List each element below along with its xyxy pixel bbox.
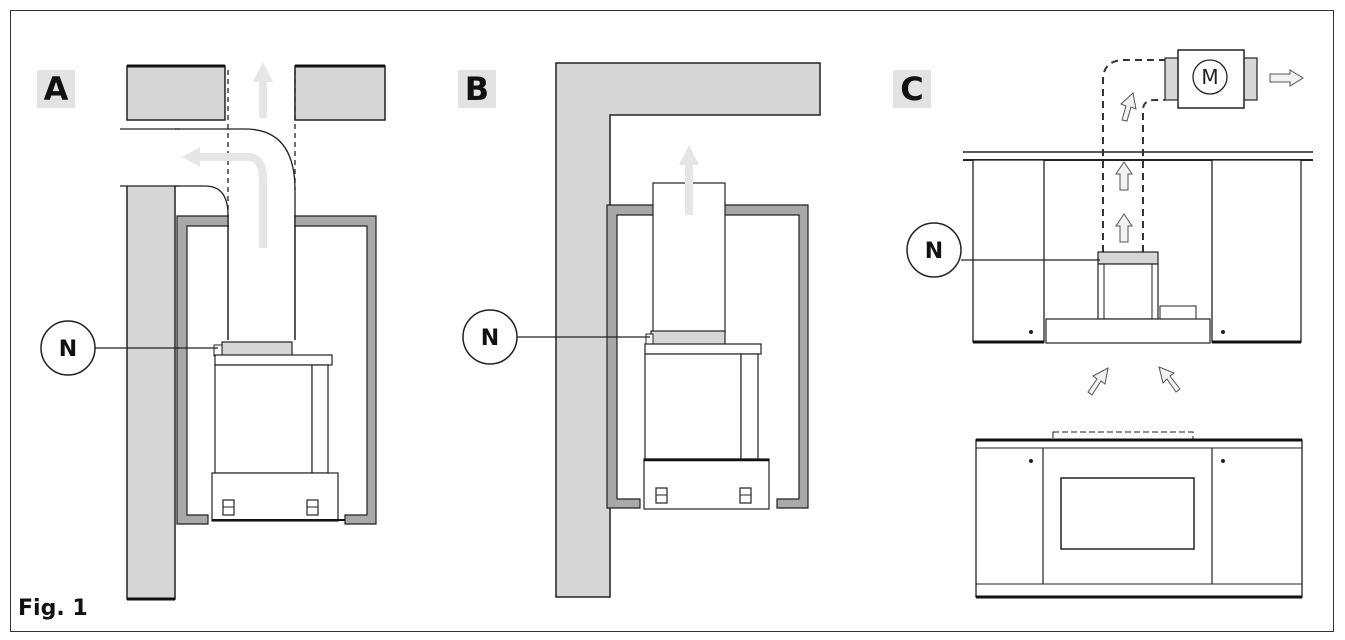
duct-dashed-outer	[1102, 59, 1165, 252]
wall-vertical	[126, 184, 176, 600]
airflow-arrow-exhaust	[1269, 69, 1304, 87]
wall-cabinet-right	[1211, 159, 1302, 343]
panel-a-label: A	[37, 70, 75, 108]
airflow-arrow-duct	[195, 152, 267, 248]
marker-n-a-label: N	[59, 337, 77, 362]
airflow-arrows-intake	[1087, 366, 1181, 396]
cooktop	[1052, 431, 1194, 440]
duct-curve-outer	[175, 128, 296, 340]
hood-collar-c	[1097, 251, 1159, 265]
cabinet-frame-b	[606, 204, 809, 509]
figure-caption: Fig. 1	[18, 596, 88, 621]
hood-body-c	[1045, 318, 1211, 344]
cabinet-frame	[176, 215, 377, 525]
oven-window	[1060, 477, 1195, 550]
hood-body-b	[644, 353, 742, 460]
panel-c-diagram: M	[906, 49, 1313, 599]
airflow-arrows-duct-c	[1115, 92, 1137, 243]
panel-b-label: B	[458, 70, 496, 108]
panel-b-diagram: N	[462, 62, 821, 598]
hood-body	[214, 364, 313, 474]
marker-n-b-label: N	[481, 326, 499, 351]
motor-symbol	[1192, 59, 1228, 95]
ceiling-block-right	[294, 65, 386, 121]
chimney-duct	[652, 182, 726, 334]
duct-dashed-inner	[1142, 99, 1165, 252]
motor-label: M	[1201, 65, 1218, 89]
ceiling-block-left	[126, 65, 226, 121]
figure-frame	[10, 10, 1334, 632]
hood-collar	[221, 341, 293, 357]
marker-n-c-circle	[906, 222, 962, 278]
panel-c-label: C	[893, 70, 931, 108]
panel-a-diagram: N	[40, 62, 386, 601]
marker-n-c-label: N	[925, 239, 943, 264]
wall-cabinet-left	[972, 159, 1045, 343]
